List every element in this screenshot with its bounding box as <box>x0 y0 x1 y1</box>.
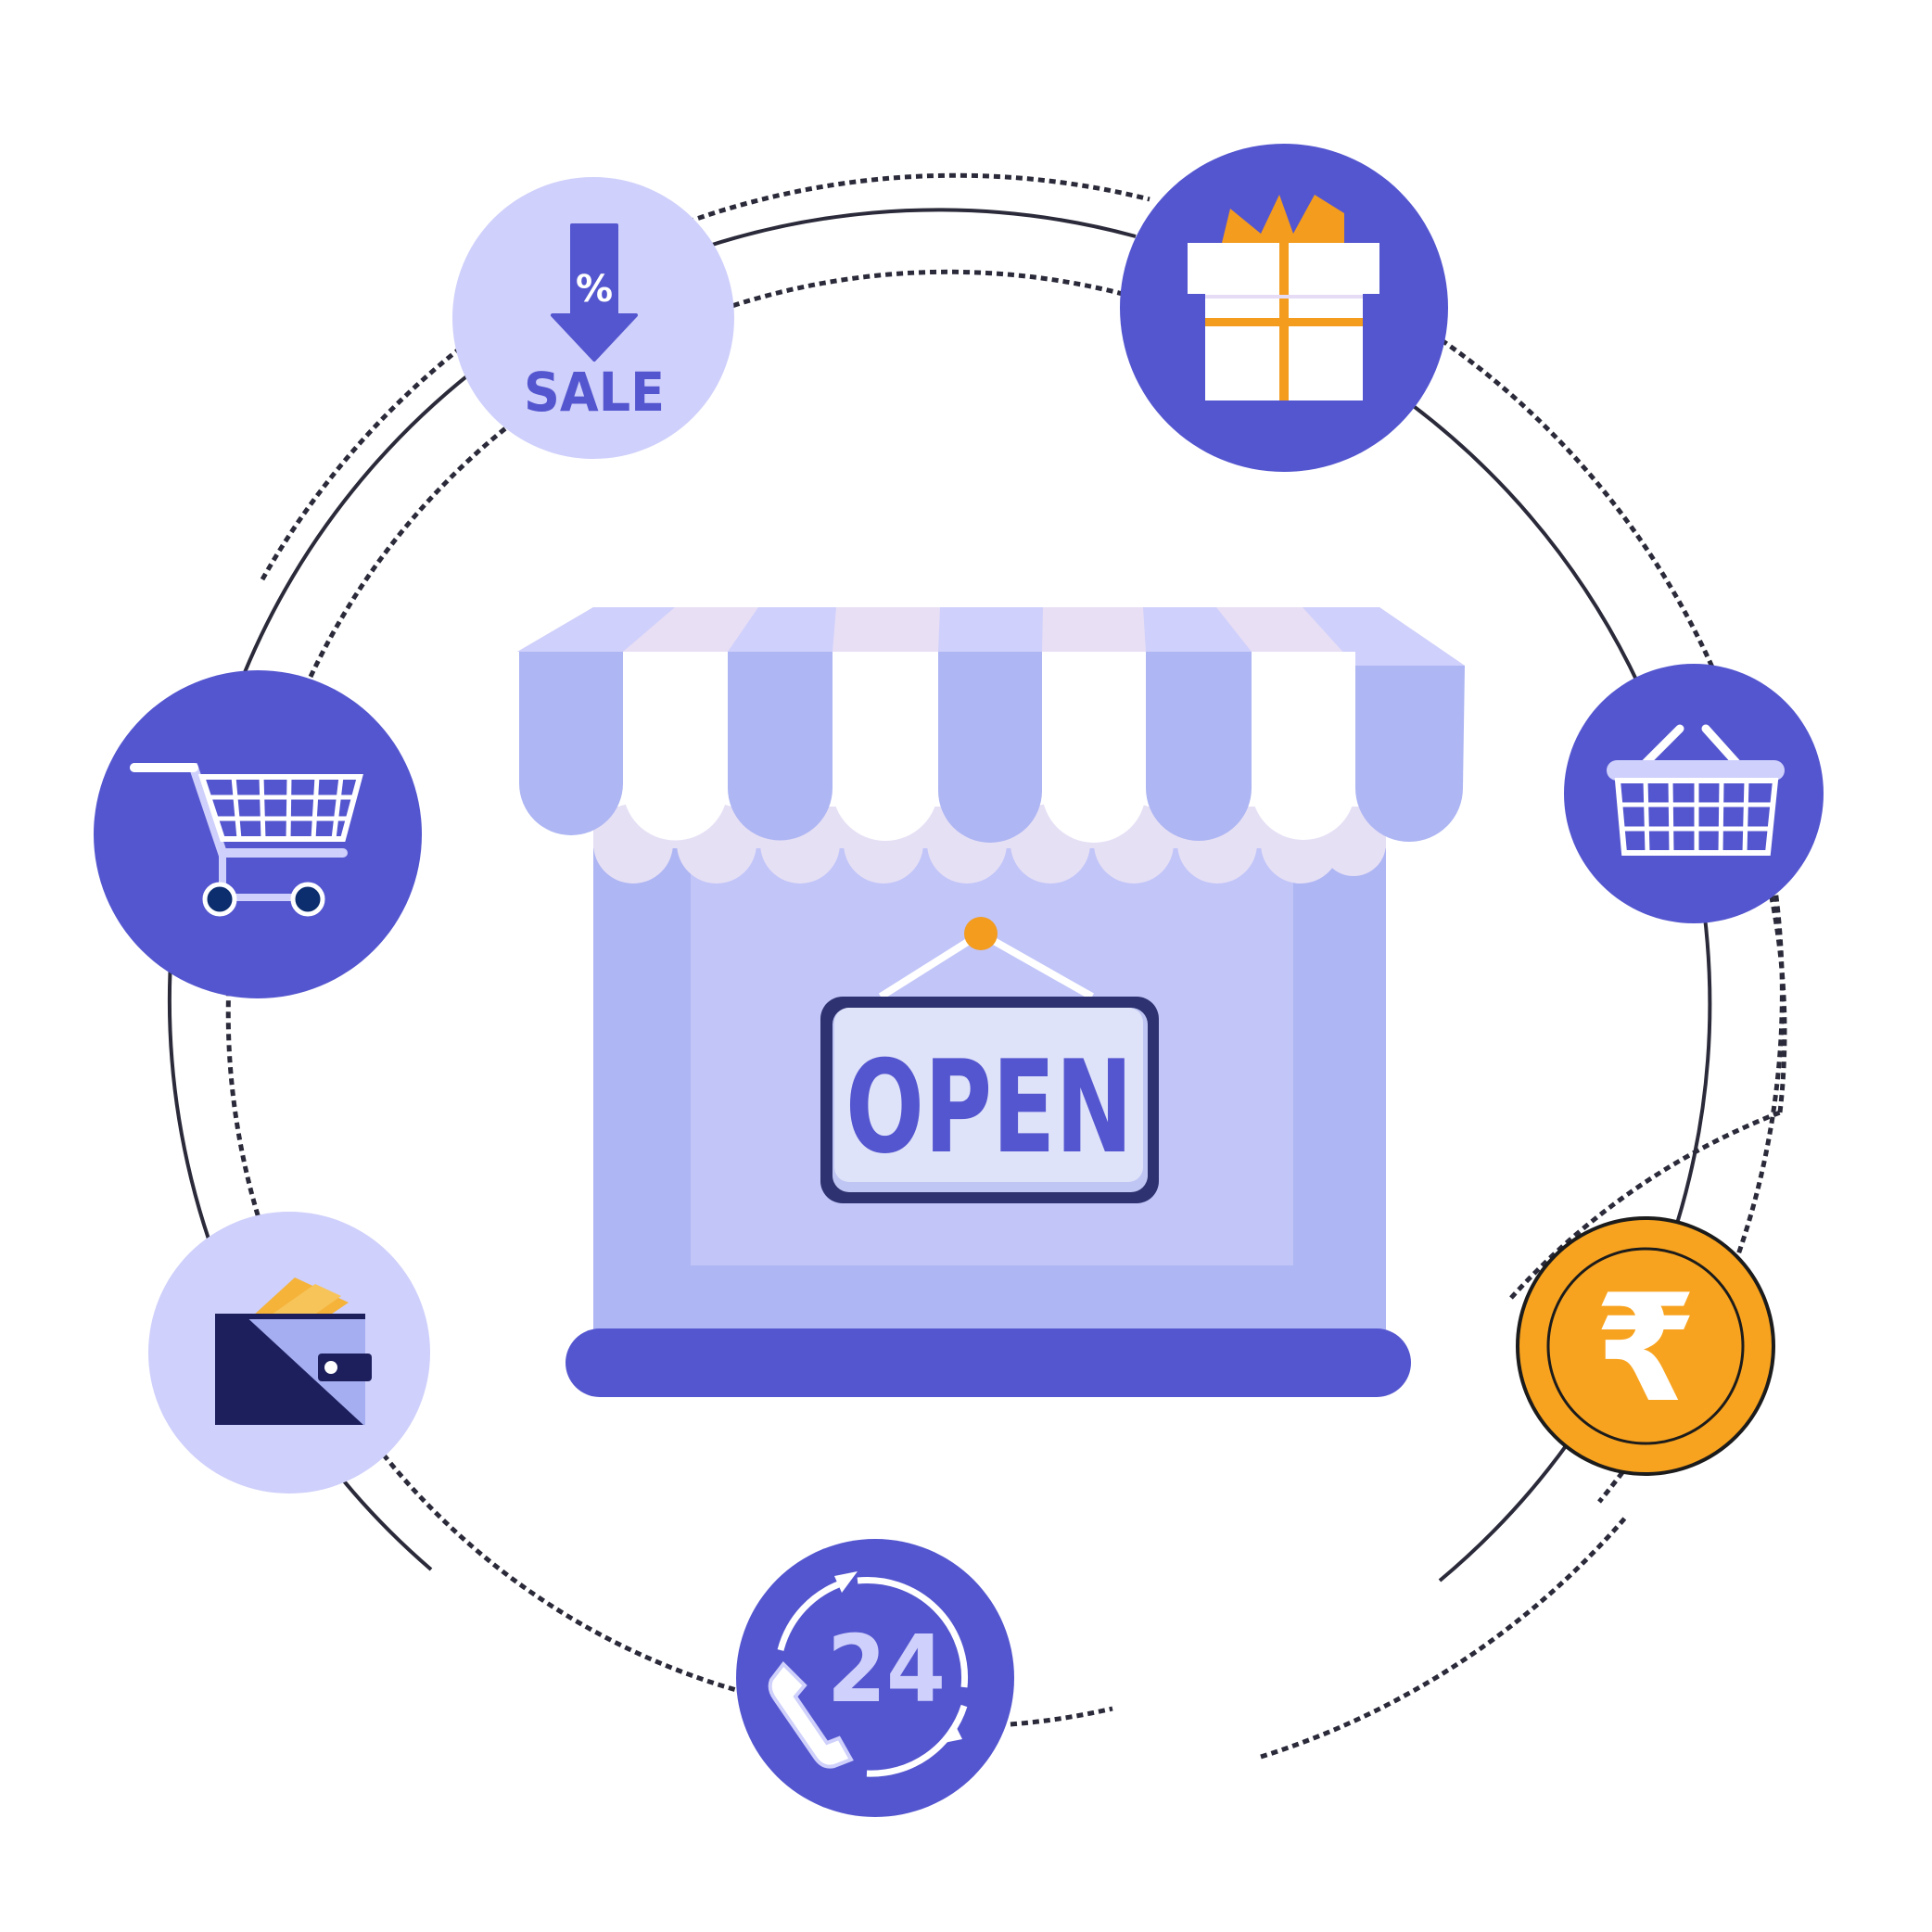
inner-dashed-arc-top <box>308 269 1127 679</box>
phone-handset <box>768 1660 854 1769</box>
cart-badge <box>94 670 422 998</box>
basket-badge <box>1564 664 1824 923</box>
store-open-icon: OPEN <box>517 607 1465 1397</box>
sign-text: OPEN <box>845 1033 1133 1182</box>
support-badge: 24 <box>736 1539 1014 1817</box>
percent-symbol: % <box>576 268 613 311</box>
sale-label: SALE <box>524 361 665 424</box>
store-base <box>566 1328 1411 1397</box>
sale-badge: % SALE <box>452 177 734 459</box>
support-hours: 24 <box>827 1615 946 1723</box>
shopping-cart-icon <box>130 763 363 917</box>
gift-icon <box>1188 195 1379 400</box>
gift-badge <box>1120 144 1448 472</box>
wallet-badge <box>148 1212 430 1493</box>
sale-icon: % SALE <box>524 223 665 424</box>
rupee-symbol: ₹ <box>1594 1262 1697 1435</box>
open-sign: OPEN <box>820 917 1159 1203</box>
awning-roof <box>517 607 1465 666</box>
awning-stripes <box>519 652 1465 843</box>
basket-icon <box>1607 724 1785 856</box>
24-hour-support-icon: 24 <box>768 1571 969 1777</box>
sign-nail <box>964 917 998 950</box>
rupee-coin-icon: ₹ <box>1516 1216 1775 1476</box>
outer-dashed-arc-top <box>260 172 1150 581</box>
inner-dashed-arc-right <box>1509 871 1787 1300</box>
inner-dashed-arc-bottom <box>1010 1706 1113 1727</box>
outer-dashed-arc-bottom <box>1260 1514 1629 1760</box>
wallet-icon <box>215 1277 372 1425</box>
outer-dashed-arc-right <box>1430 331 1785 1504</box>
